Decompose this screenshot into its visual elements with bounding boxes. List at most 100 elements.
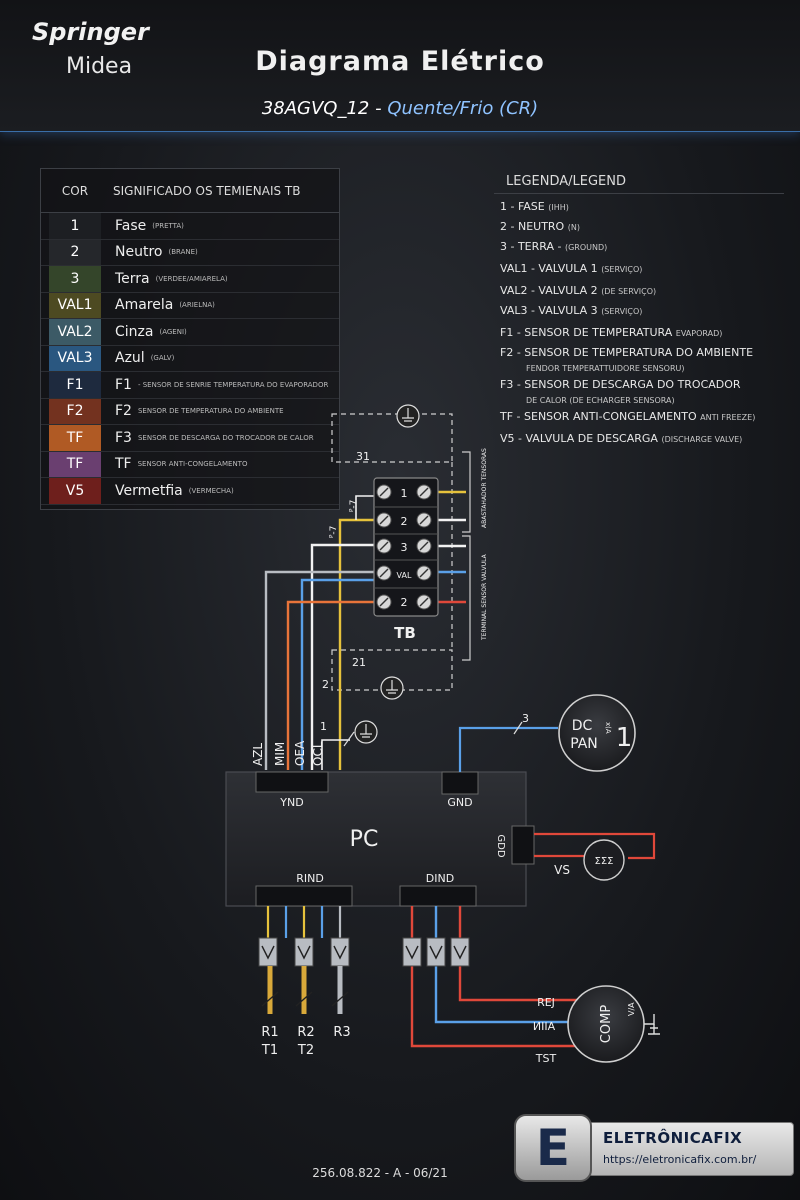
dashed-label-21: 21 (352, 656, 366, 669)
legend-item-sub2: DE CALOR (DE ECHARGER SENSORA) (526, 396, 675, 405)
legend-item-label: VAL2 - VALVULA 2 (500, 284, 598, 297)
header-band (0, 0, 800, 132)
comp-wire-top: REJ (537, 996, 555, 1009)
color-swatch: V5 (49, 478, 101, 504)
tb-label: TB (394, 624, 416, 642)
tb-screw-slot (379, 568, 389, 578)
color-note: (BRANE) (168, 248, 198, 257)
plug-pin (405, 945, 419, 960)
badge-url[interactable]: https://eletronicafix.com.br/ (603, 1153, 757, 1166)
plug-pin (453, 945, 467, 960)
legend-item: 2 - NEUTRO (N) (500, 220, 580, 235)
legend-item: F2 - SENSOR DE TEMPERATURA DO AMBIENTE F… (500, 346, 753, 376)
footer-code: 256.08.822 - A - 06/21 (312, 1166, 448, 1180)
color-name: Cinza (115, 323, 154, 340)
tb-terminal-1: 1 (401, 487, 408, 500)
tb-screw-slot (419, 515, 429, 525)
terminal-block (373, 477, 439, 617)
tb-screw-slot (419, 597, 429, 607)
wire-fan-tick (513, 721, 523, 735)
connector-rind-label: RIND (296, 872, 324, 885)
legend-panel: LEGENDA/LEGEND 1 - FASE (IHH)2 - NEUTRO … (494, 170, 784, 445)
legend-item-sub2: FENDOR TEMPERATTUIDORE SENSORU) (526, 364, 685, 373)
model-code: 38AGVQ_12 - (261, 98, 382, 119)
color-swatch: VAL3 (49, 345, 101, 371)
color-note: - SENSOR DE SENRIE TEMPERATURA DO EVAPOR… (137, 380, 329, 389)
wire-fan-label: 3 (522, 712, 529, 725)
plug-pin (429, 945, 443, 960)
sensor-diagonals (261, 991, 349, 1007)
legend-item: TF - SENSOR ANTI-CONGELAMENTO ANTI FREEZ… (500, 410, 755, 425)
legend-item: F1 - SENSOR DE TEMPERATURA EVAPORAD) (500, 326, 722, 341)
dc-fan-small: x(A (604, 722, 612, 734)
legend-item-label: 1 - FASE (500, 200, 545, 213)
tb-screw-slot (379, 597, 389, 607)
tb-screw-slot (379, 541, 389, 551)
tb-screw-slot (419, 487, 429, 497)
color-swatch: VAL2 (49, 319, 101, 345)
pc-label: PC (350, 827, 379, 852)
color-swatch: F2 (49, 398, 101, 424)
ground-symbol-wire1 (354, 720, 378, 744)
legend-item-sub: (DE SERVIÇO) (601, 287, 657, 296)
legend-item-sub: (SERVIÇO) (601, 265, 643, 274)
compressor-side: V/A (627, 1002, 636, 1016)
legend-item-sub: (SERVIÇO) (601, 307, 643, 316)
wire-label-azl: AZL (251, 743, 265, 766)
valve-label: VS (554, 863, 570, 877)
dc-fan-number: 1 (616, 723, 633, 753)
sensor-t2: T2 (297, 1043, 314, 1058)
tb-terminal-val: VAL (397, 571, 412, 580)
eletronicafix-badge[interactable]: ELETRÔNICAFIX https://eletronicafix.com.… (514, 1110, 796, 1186)
sensor-bodies (267, 966, 343, 1014)
dc-fan (558, 694, 636, 772)
color-name: F3 (115, 429, 132, 446)
tb-left-tag2: ᴾ-7 (329, 526, 339, 538)
legend-item-label: 2 - NEUTRO (500, 220, 565, 233)
color-note: SENSOR DE TEMPERATURA DO AMBIENTE (137, 407, 284, 416)
color-name: Neutro (115, 244, 163, 261)
plug-pin (333, 945, 347, 960)
wire-label-oea: OEA (293, 740, 307, 766)
page-title: Diagrama Elétrico (0, 46, 800, 77)
wire-label-ocl: OCL (311, 741, 325, 766)
badge-panel: ELETRÔNICAFIX https://eletronicafix.com.… (588, 1122, 794, 1176)
dc-fan-line1: DC (572, 718, 593, 734)
color-note: (VERMECHA) (188, 486, 234, 495)
compressor-wires (410, 906, 584, 1048)
bracket-upper-text: ABASTAHADOR TENSORAS (481, 448, 488, 528)
plug-connector (426, 937, 446, 967)
sensor-t1: T1 (261, 1043, 278, 1058)
color-note: (AGENI) (159, 327, 187, 336)
legend-item-label: V5 - VALVULA DE DESCARGA (500, 432, 658, 445)
legend-item-label: F3 - SENSOR DE DESCARGA DO TROCADOR (500, 378, 741, 391)
color-note: SENSOR ANTI-CONGELAMENTO (137, 460, 248, 469)
color-name: Vermetfia (115, 482, 183, 499)
color-name: TF (115, 456, 132, 473)
ground-symbol-top (396, 404, 420, 428)
valve (583, 839, 625, 881)
legend-item-label: F2 - SENSOR DE TEMPERATURA DO AMBIENTE (500, 346, 754, 359)
bracket-lower (462, 535, 471, 661)
color-note: (PRETTA) (152, 221, 184, 230)
legend-item-sub: (DISCHARGE VALVE) (661, 435, 743, 444)
tb-left-tag: ᴾ-7 (349, 500, 359, 512)
wire-valve (534, 832, 656, 860)
wire-1-label: 1 (320, 720, 327, 733)
color-swatch: TF (49, 425, 101, 451)
legend-item-sub: (N) (567, 223, 580, 232)
dc-fan-line2: PAN (570, 736, 598, 752)
legend-item-sub: EVAPORAD) (675, 329, 723, 338)
connector-gnd-label: GND (447, 796, 472, 809)
color-note: SENSOR DE DESCARGA DO TROCADOR DE CALOR (137, 433, 314, 442)
plug-pin (297, 945, 311, 960)
color-name: Terra (115, 270, 150, 287)
compressor-connectors (402, 937, 470, 967)
wires-tb-to-pc (264, 495, 380, 770)
plug-connector (294, 937, 314, 967)
